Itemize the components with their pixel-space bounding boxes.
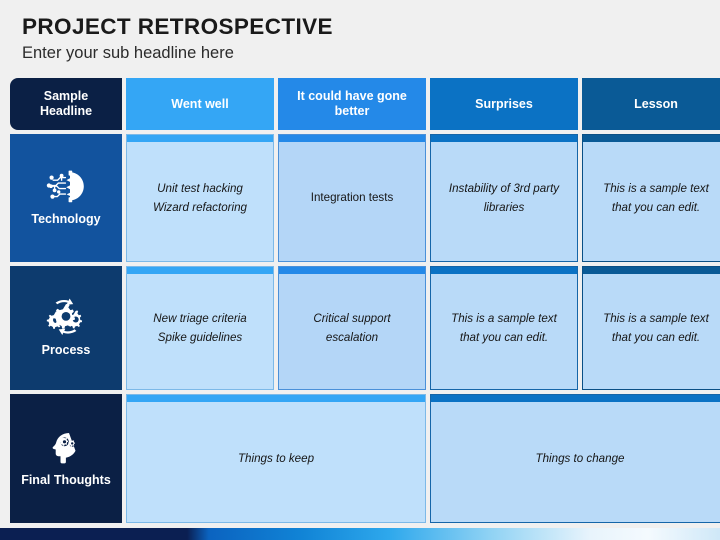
cell-text: This is a sample text that you can edit. — [603, 181, 709, 214]
row-label-text: Process — [41, 343, 91, 357]
bottom-accent-strip — [0, 528, 720, 540]
header-went-well[interactable]: Went well — [126, 78, 274, 130]
circuit-gear-icon — [45, 169, 87, 205]
gears-cycle-icon — [45, 298, 87, 336]
header-sample-headline[interactable]: Sample Headline — [10, 78, 122, 130]
header-label: Sample Headline — [39, 89, 93, 118]
header-surprises[interactable]: Surprises — [430, 78, 578, 130]
cell-technology-could-have-gone-better[interactable]: Integration tests — [278, 134, 426, 262]
header-could-have-gone-better[interactable]: It could have gone better — [278, 78, 426, 130]
cell-text: This is a sample text that you can edit. — [603, 311, 709, 344]
row-label-text: Technology — [31, 212, 101, 226]
row-label-process[interactable]: Process — [10, 266, 122, 390]
cell-process-surprises[interactable]: This is a sample text that you can edit. — [430, 266, 578, 390]
header-label: Lesson — [634, 96, 678, 111]
cell-text: Critical support escalation — [313, 311, 391, 344]
row-label-text: Final Thoughts — [21, 472, 111, 487]
cell-final-thoughts-things-to-keep[interactable]: Things to keep — [126, 394, 426, 523]
cell-process-could-have-gone-better[interactable]: Critical support escalation — [278, 266, 426, 390]
header-label: Went well — [171, 96, 229, 111]
title-block: PROJECT RETROSPECTIVE Enter your sub hea… — [22, 14, 682, 63]
cell-text: Integration tests — [310, 191, 394, 205]
cell-technology-surprises[interactable]: Instability of 3rd party libraries — [430, 134, 578, 262]
head-gears-icon — [47, 430, 85, 466]
cell-process-lesson[interactable]: This is a sample text that you can edit. — [582, 266, 720, 390]
cell-final-thoughts-things-to-change[interactable]: Things to change — [430, 394, 720, 523]
page-subtitle: Enter your sub headline here — [22, 44, 234, 63]
retrospective-grid: Sample Headline Went well It could have … — [10, 78, 720, 523]
row-label-technology[interactable]: Technology — [10, 134, 122, 262]
cell-text: Things to change — [535, 451, 625, 465]
cell-text: Instability of 3rd party libraries — [448, 181, 560, 214]
cell-text: This is a sample text that you can edit. — [451, 311, 557, 344]
header-lesson[interactable]: Lesson — [582, 78, 720, 130]
header-label: It could have gone better — [297, 89, 407, 118]
row-label-final-thoughts[interactable]: Final Thoughts — [10, 394, 122, 523]
cell-text: Things to keep — [237, 451, 315, 465]
header-label: Surprises — [475, 96, 533, 111]
page-title: PROJECT RETROSPECTIVE — [22, 14, 333, 39]
cell-technology-lesson[interactable]: This is a sample text that you can edit. — [582, 134, 720, 262]
